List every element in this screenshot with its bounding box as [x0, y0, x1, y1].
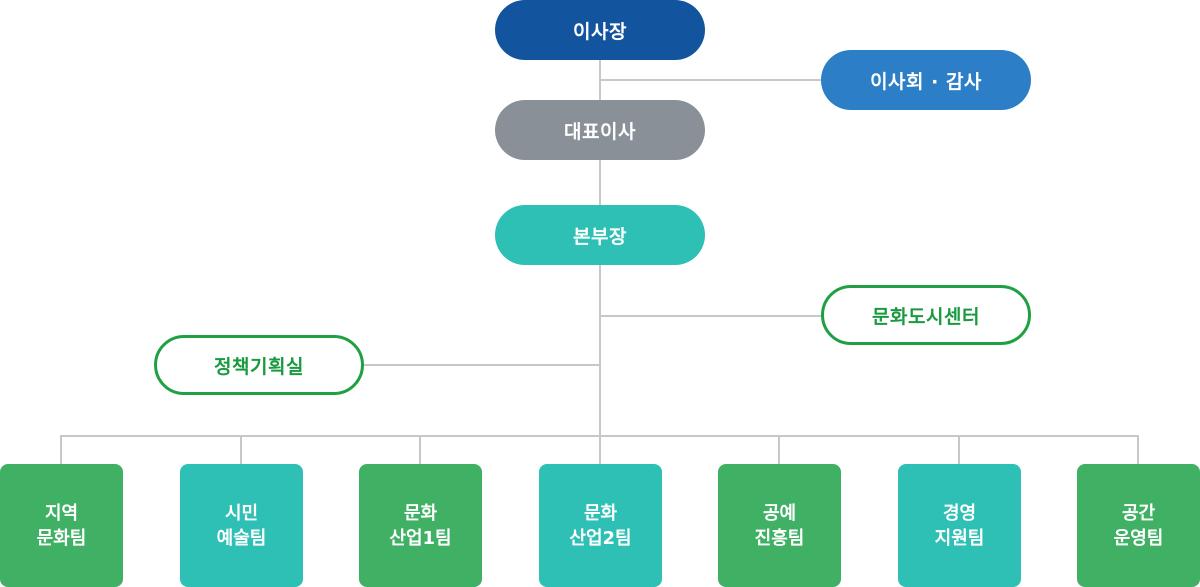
ceo-node: 대표이사: [495, 100, 705, 160]
policy-planning-office-node: 정책기획실: [154, 335, 364, 395]
team-label-line1: 문화: [403, 502, 438, 524]
culture-city-center-node: 문화도시센터: [821, 285, 1031, 345]
team-label-line1: 시민: [224, 502, 259, 524]
board-audit-node: 이사회 · 감사: [821, 50, 1031, 110]
team-label-line2: 진흥팀: [754, 527, 805, 549]
team-box-management-support: 경영 지원팀: [898, 464, 1021, 587]
chairman-node: 이사장: [495, 0, 705, 60]
team-drop-line: [599, 435, 601, 465]
team-box-regional-culture: 지역 문화팀: [0, 464, 123, 587]
team-label-line1: 지역: [44, 502, 79, 524]
board-connector-line: [600, 79, 822, 81]
team-label-line1: 공예: [762, 502, 797, 524]
policy-office-connector-line: [362, 364, 600, 366]
team-label-line2: 지원팀: [934, 527, 985, 549]
team-box-culture-industry-2: 문화 산업2팀: [539, 464, 662, 587]
team-label-line1: 공간: [1121, 502, 1156, 524]
team-box-citizen-arts: 시민 예술팀: [180, 464, 303, 587]
team-label-line2: 산업2팀: [569, 527, 632, 549]
team-label-line1: 경영: [942, 502, 977, 524]
team-label-line2: 운영팀: [1113, 527, 1164, 549]
team-drop-line: [778, 435, 780, 465]
team-box-craft-promotion: 공예 진흥팀: [718, 464, 841, 587]
team-drop-line: [419, 435, 421, 465]
team-drop-line: [60, 435, 62, 465]
director-node: 본부장: [495, 205, 705, 265]
team-drop-line: [1137, 435, 1139, 465]
team-box-space-operation: 공간 운영팀: [1077, 464, 1200, 587]
team-box-culture-industry-1: 문화 산업1팀: [359, 464, 482, 587]
team-label-line1: 문화: [583, 502, 618, 524]
team-label-line2: 문화팀: [36, 527, 87, 549]
team-drop-line: [240, 435, 242, 465]
team-drop-line: [958, 435, 960, 465]
team-label-line2: 산업1팀: [389, 527, 452, 549]
team-label-line2: 예술팀: [216, 527, 267, 549]
culture-center-connector-line: [600, 315, 822, 317]
